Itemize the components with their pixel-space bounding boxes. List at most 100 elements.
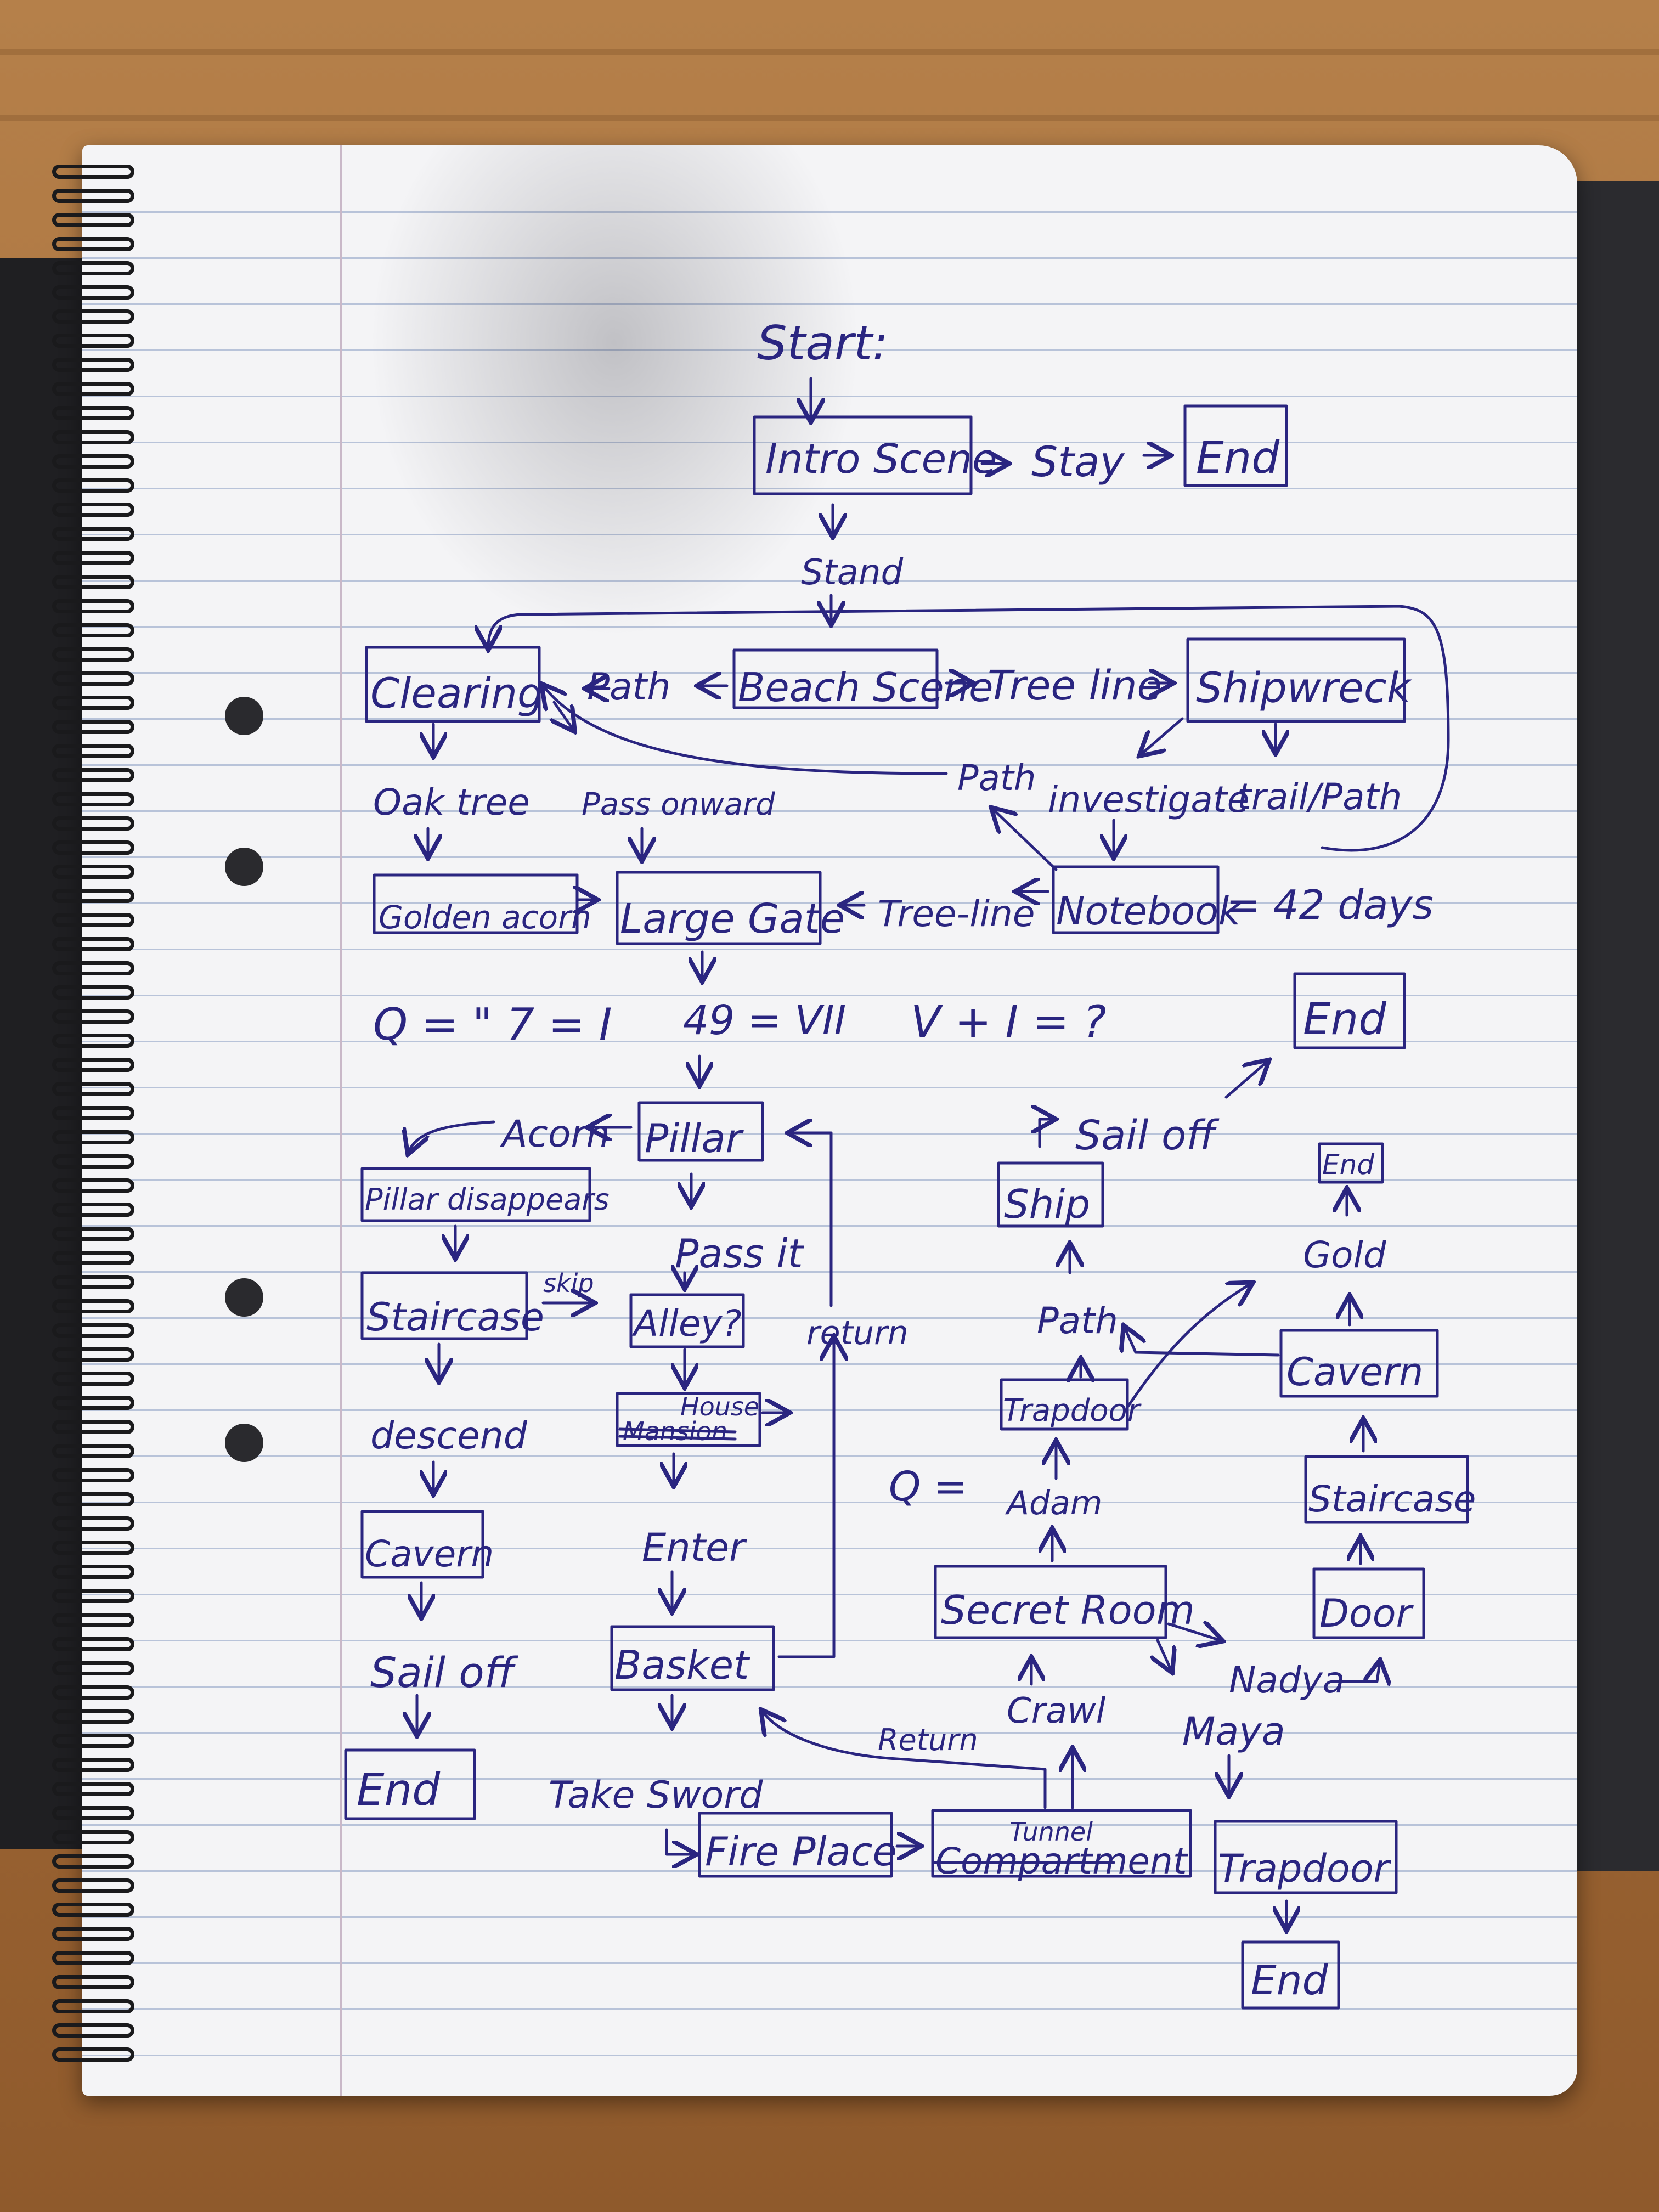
box-alley xyxy=(629,1293,745,1348)
node-trail-path: trail/Path xyxy=(1237,776,1402,818)
box-beach-scene xyxy=(732,648,939,709)
spiral-coil xyxy=(52,1806,134,1820)
spiral-coil xyxy=(52,1372,134,1386)
node-sail-off-left: Sail off xyxy=(370,1648,518,1697)
spiral-coil xyxy=(52,1058,134,1072)
spiral-coil xyxy=(52,334,134,348)
box-pillar-disappears xyxy=(360,1167,591,1222)
ruled-line xyxy=(82,442,1577,443)
node-path-right: Path xyxy=(1037,1300,1118,1342)
node-crawl: Crawl xyxy=(1007,1691,1106,1731)
spiral-coil xyxy=(52,1516,134,1531)
ruled-line xyxy=(82,1778,1577,1780)
node-staircase-left: Staircase xyxy=(366,1295,544,1340)
ruled-line xyxy=(82,2055,1577,2056)
ruled-line xyxy=(82,1041,1577,1042)
arrow xyxy=(1040,1119,1053,1148)
spiral-coil xyxy=(52,2047,134,2062)
arrow xyxy=(790,1133,833,1307)
node-oak-tree: Oak tree xyxy=(373,781,530,823)
spiral-coil xyxy=(52,1565,134,1579)
spiral-coil xyxy=(52,1468,134,1482)
spiral-coil xyxy=(52,1541,134,1555)
box-end-gold xyxy=(1318,1142,1384,1184)
box-notebook xyxy=(1052,865,1220,934)
margin-line xyxy=(340,145,342,2096)
ruled-line xyxy=(82,303,1577,305)
node-riddle: V + I = ? xyxy=(911,996,1107,1047)
arrow xyxy=(777,1339,834,1658)
spiral-coil xyxy=(52,1082,134,1096)
node-q-mid: Q = xyxy=(889,1463,968,1510)
node-pillar: Pillar xyxy=(645,1115,744,1161)
ruled-line xyxy=(82,1962,1577,1964)
spiral-coil xyxy=(52,1444,134,1458)
box-cavern-left xyxy=(360,1510,484,1579)
node-descend: descend xyxy=(370,1414,528,1458)
spiral-coil xyxy=(52,647,134,662)
node-end-gold: End xyxy=(1322,1149,1374,1181)
box-large-gate xyxy=(616,871,822,945)
spiral-coil xyxy=(52,1323,134,1338)
ruled-line xyxy=(82,488,1577,489)
spiral-coil xyxy=(52,430,134,444)
node-skip: skip xyxy=(543,1268,594,1298)
arrow xyxy=(993,809,1058,871)
node-take-sword: Take Sword xyxy=(549,1774,763,1817)
box-trapdoor-bottom xyxy=(1214,1820,1398,1894)
ruled-line xyxy=(82,718,1577,720)
box-end-bottom xyxy=(1241,1940,1340,2010)
ruled-line xyxy=(82,949,1577,950)
node-secret-room: Secret Room xyxy=(941,1587,1195,1633)
ruled-line xyxy=(82,349,1577,351)
spiral-coil xyxy=(52,1420,134,1434)
spiral-coil xyxy=(52,406,134,420)
spiral-coil xyxy=(52,285,134,300)
spiral-coil xyxy=(52,840,134,855)
box-staircase-left xyxy=(360,1271,528,1340)
strikethrough xyxy=(618,1427,737,1434)
node-return-1: return xyxy=(806,1314,909,1352)
node-intro-scene: Intro Scene xyxy=(765,436,997,483)
ruled-line xyxy=(82,1455,1577,1457)
ruled-line xyxy=(82,1686,1577,1688)
ruled-line xyxy=(82,1502,1577,1503)
punch-hole xyxy=(225,697,263,735)
node-path-mid: Path xyxy=(957,758,1036,799)
box-pillar xyxy=(637,1101,764,1162)
spiral-coil xyxy=(52,1878,134,1893)
ruled-line xyxy=(82,1087,1577,1088)
spiral-coil xyxy=(52,527,134,541)
arrow xyxy=(1331,1662,1380,1681)
box-tunnel xyxy=(931,1809,1192,1878)
spiral-coil xyxy=(52,792,134,806)
node-acorn: Acorn xyxy=(500,1113,610,1156)
box-end-riddle xyxy=(1293,972,1406,1049)
arrow xyxy=(1125,1328,1280,1357)
spiral-coil xyxy=(52,1227,134,1241)
node-shipwreck: Shipwreck xyxy=(1196,663,1413,712)
node-beach-scene: Beach Scene xyxy=(738,664,993,710)
spiral-coil xyxy=(52,1951,134,1965)
node-stay: Stay xyxy=(1031,437,1125,486)
node-end-bottom: End xyxy=(1251,1957,1329,2004)
node-pillar-disappears: Pillar disappears xyxy=(365,1182,610,1217)
spiral-coil xyxy=(52,889,134,903)
arrow xyxy=(1126,1284,1251,1409)
spiral-coil xyxy=(52,1613,134,1627)
spiral-coil xyxy=(52,937,134,951)
node-gold: Gold xyxy=(1303,1234,1387,1276)
box-trapdoor-mid xyxy=(1000,1378,1129,1431)
spiral-coil xyxy=(52,1709,134,1724)
node-investigate: investigate xyxy=(1048,778,1249,821)
loop-arrow xyxy=(488,605,1450,852)
ruled-line xyxy=(82,1640,1577,1641)
spiral-coil xyxy=(52,1903,134,1917)
ruled-line xyxy=(82,396,1577,397)
spiral-coil xyxy=(52,237,134,251)
node-end-left: End xyxy=(357,1764,441,1815)
node-sail-off-right: Sail off xyxy=(1075,1112,1220,1159)
spiral-coil xyxy=(52,1275,134,1289)
ruled-line xyxy=(82,810,1577,812)
